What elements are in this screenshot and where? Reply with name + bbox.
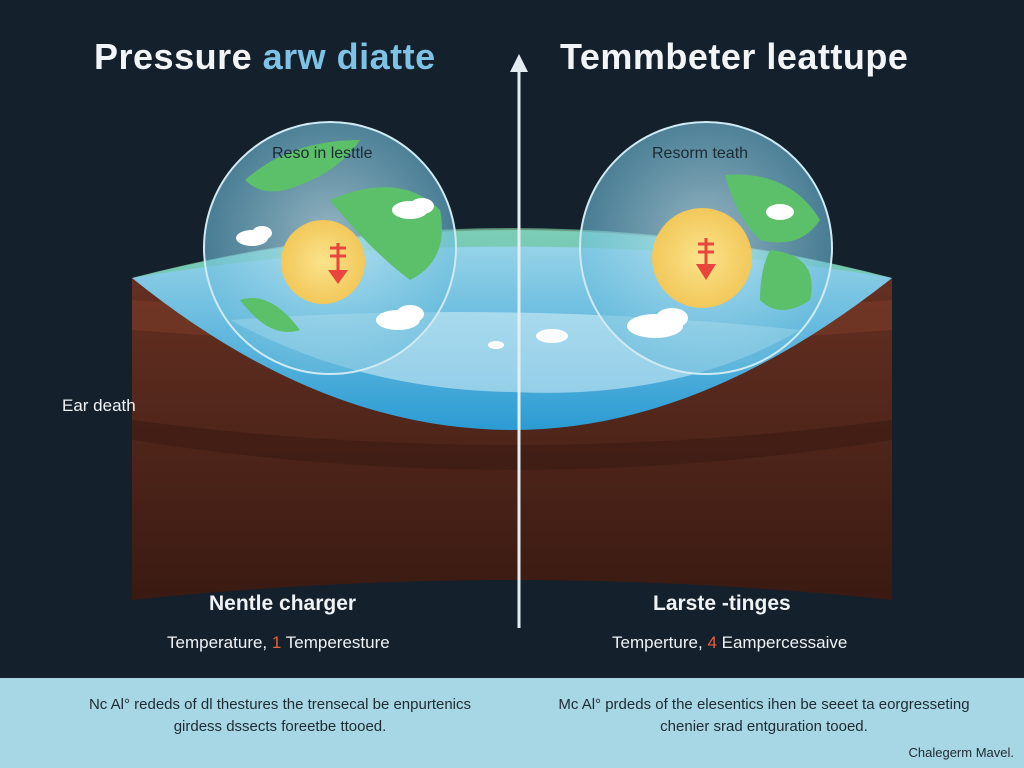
right-panel-heading: Larste -tinges [653,592,791,616]
right-temp-number: 4 [707,633,716,652]
title-right: Temmbeter leattupe [560,36,908,78]
title-left: Pressure arw diatte [94,36,436,78]
left-temp-text-b: Temperesture [281,633,389,652]
left-globe-label: Reso in lesttle [272,145,373,163]
left-temp-number: 1 [272,633,281,652]
left-temp-text-a: Temperature, [167,633,272,652]
cloud-icon [766,204,794,220]
side-label: Ear death [62,396,136,416]
cloud-icon [536,329,568,343]
left-note: Nc Al° rededs of dl thestures the trense… [70,694,490,738]
heat-zone [281,220,365,304]
right-temp-text-b: Eampercessaive [717,633,847,652]
title-left-part: Pressure [94,36,263,77]
left-panel-heading: Nentle charger [209,592,356,616]
cloud-icon [488,341,504,349]
heat-zone [652,208,752,308]
right-temp-text-a: Temperture, [612,633,707,652]
title-left-accent: arw diatte [263,36,436,77]
right-temp-line: Temperture, 4 Eampercessaive [612,633,847,653]
right-globe-label: Resorm teath [652,145,748,163]
up-arrow-icon [510,54,528,72]
left-temp-line: Temperature, 1 Temperesture [167,633,390,653]
bottom-note-band: Nc Al° rededs of dl thestures the trense… [0,678,1024,768]
credit-text: Chalegerm Mavel. [909,745,1015,760]
right-note: Mc Al° prdeds of the elesentics ihen be … [554,694,974,738]
